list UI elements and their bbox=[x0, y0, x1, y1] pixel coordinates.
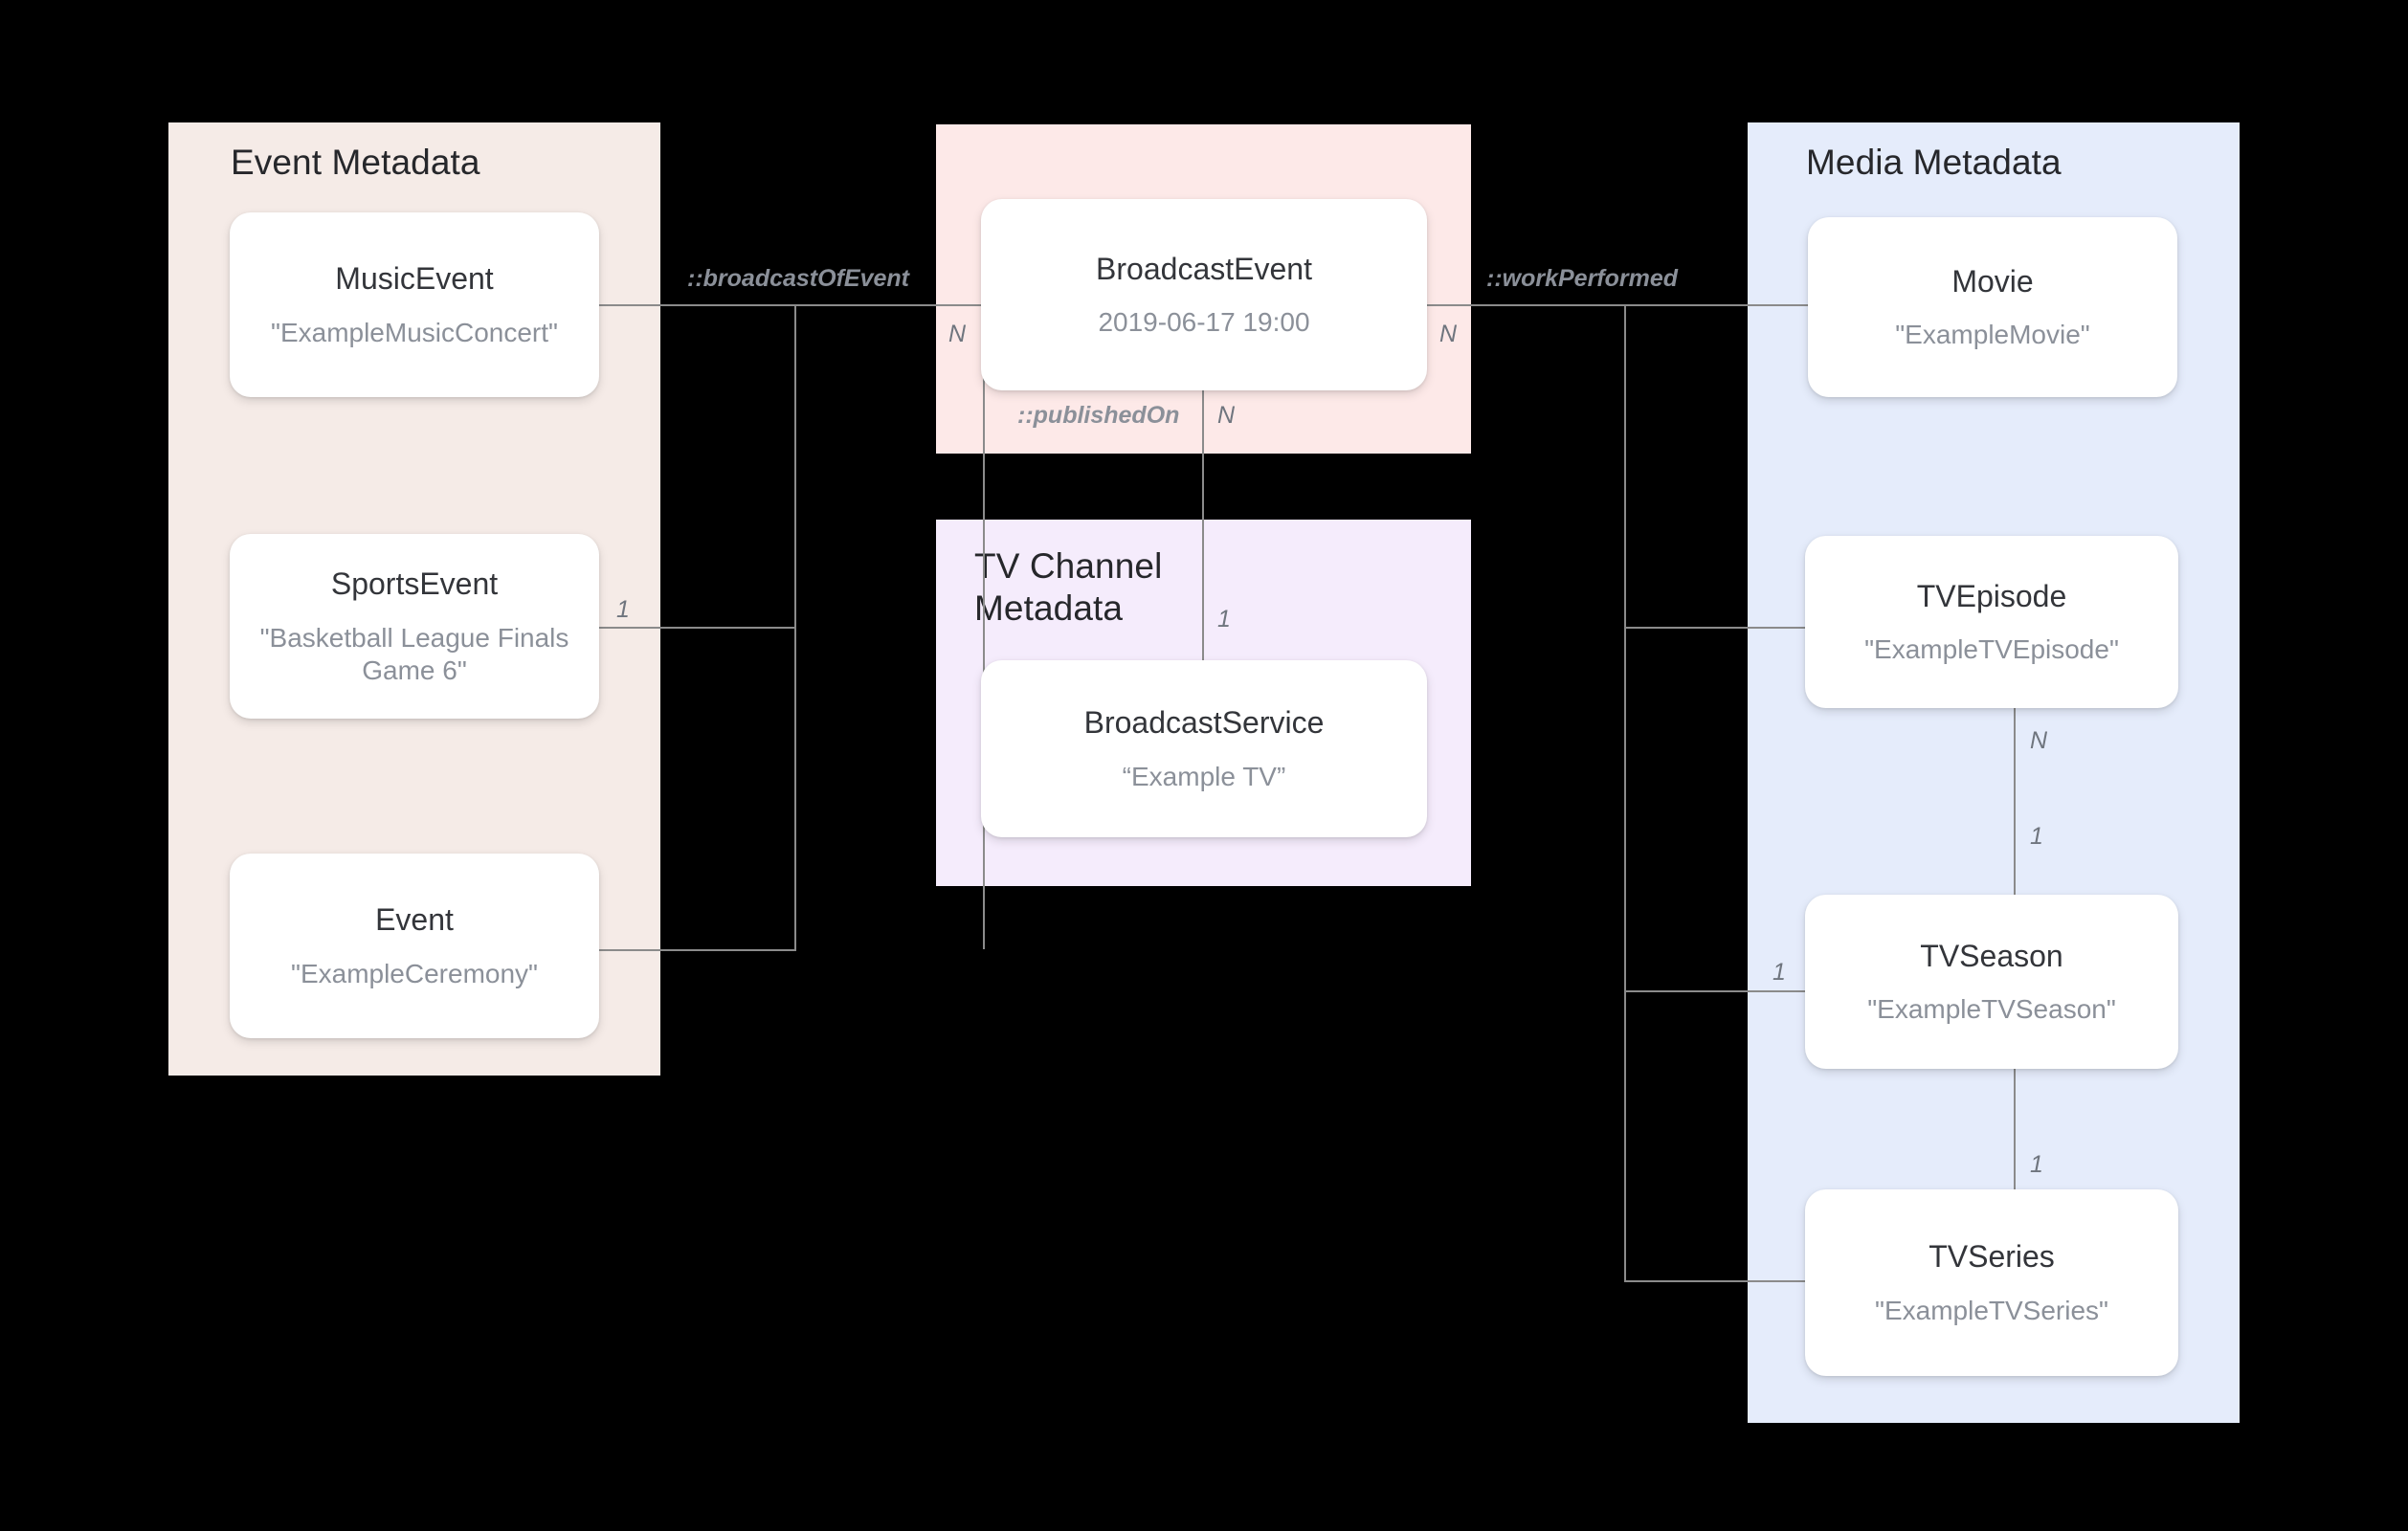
card-tv-season[interactable]: TVSeason "ExampleTVSeason" bbox=[1805, 895, 2178, 1069]
card-subtitle: "ExampleTVSeries" bbox=[1875, 1295, 2108, 1325]
card-event[interactable]: Event "ExampleCeremony" bbox=[230, 854, 599, 1038]
edge-trunk-to-movie bbox=[1624, 304, 1808, 306]
cardinality-broadcast-right-n: N bbox=[1439, 321, 1458, 347]
card-title: TVEpisode bbox=[1916, 578, 2067, 613]
card-subtitle: "ExampleMovie" bbox=[1895, 320, 2090, 350]
card-title: Movie bbox=[1951, 263, 2034, 299]
card-title: BroadcastEvent bbox=[1096, 251, 1312, 286]
card-tv-episode[interactable]: TVEpisode "ExampleTVEpisode" bbox=[1805, 536, 2178, 708]
edge-trunk-to-tvseason bbox=[1624, 990, 1808, 992]
edge-broadcastevent-to-right-trunk bbox=[1426, 304, 1626, 306]
cardinality-broadcast-left-n: N bbox=[948, 321, 967, 347]
card-title: BroadcastService bbox=[1083, 705, 1325, 741]
card-broadcast-event[interactable]: BroadcastEvent 2019-06-17 19:00 bbox=[981, 199, 1427, 390]
edge-trunk-to-broadcastevent bbox=[794, 304, 983, 306]
edge-tvseason-to-tvseries bbox=[2014, 1069, 2016, 1191]
edge-publishedon bbox=[1202, 378, 1204, 660]
cardinality-service-one: 1 bbox=[1217, 606, 1231, 632]
edge-label-published-on: ::publishedOn bbox=[1017, 402, 1180, 429]
card-movie[interactable]: Movie "ExampleMovie" bbox=[1808, 217, 2177, 397]
cardinality-sports-one: 1 bbox=[616, 596, 630, 623]
card-sports-event[interactable]: SportsEvent "Basketball League Finals Ga… bbox=[230, 534, 599, 719]
card-title: Event bbox=[375, 902, 454, 938]
card-subtitle: "ExampleCeremony" bbox=[291, 958, 538, 988]
panel-title-tv-channel-metadata: TV Channel Metadata bbox=[974, 546, 1163, 628]
cardinality-season-one-top: 1 bbox=[2030, 823, 2043, 850]
card-subtitle: "ExampleTVSeason" bbox=[1867, 994, 2116, 1025]
edge-label-broadcast-of-event: ::broadcastOfEvent bbox=[687, 265, 909, 292]
card-title: MusicEvent bbox=[335, 261, 494, 297]
cardinality-season-one-left: 1 bbox=[1773, 959, 1786, 986]
edge-right-trunk bbox=[1624, 304, 1626, 1282]
cardinality-series-one: 1 bbox=[2030, 1151, 2043, 1178]
card-subtitle: "Basketball League Finals Game 6" bbox=[259, 622, 569, 685]
edge-trunk-to-tvseries bbox=[1624, 1280, 1808, 1282]
panel-title-event-metadata: Event Metadata bbox=[231, 143, 480, 182]
card-subtitle: "ExampleMusicConcert" bbox=[271, 317, 558, 347]
card-title: SportsEvent bbox=[330, 566, 499, 602]
card-subtitle: “Example TV” bbox=[1122, 761, 1286, 791]
card-broadcast-service[interactable]: BroadcastService “Example TV” bbox=[981, 660, 1427, 837]
cardinality-published-n: N bbox=[1217, 402, 1236, 429]
panel-title-media-metadata: Media Metadata bbox=[1806, 143, 2062, 182]
card-subtitle: 2019-06-17 19:00 bbox=[1098, 307, 1310, 338]
card-title: TVSeason bbox=[1920, 938, 2063, 973]
edge-trunk-to-tvepisode bbox=[1624, 627, 1808, 629]
card-subtitle: "ExampleTVEpisode" bbox=[1864, 634, 2119, 665]
card-music-event[interactable]: MusicEvent "ExampleMusicConcert" bbox=[230, 212, 599, 397]
edge-tvepisode-to-tvseason bbox=[2014, 708, 2016, 938]
card-title: TVSeries bbox=[1929, 1239, 2055, 1275]
card-tv-series[interactable]: TVSeries "ExampleTVSeries" bbox=[1805, 1189, 2178, 1376]
edge-label-work-performed: ::workPerformed bbox=[1486, 265, 1679, 292]
cardinality-episode-n: N bbox=[2030, 727, 2048, 754]
edge-musicevent-to-trunk bbox=[598, 304, 796, 306]
edge-event-to-trunk bbox=[598, 949, 796, 951]
edge-sportsevent-to-trunk bbox=[598, 627, 796, 629]
edge-left-inner-riser bbox=[983, 304, 985, 949]
